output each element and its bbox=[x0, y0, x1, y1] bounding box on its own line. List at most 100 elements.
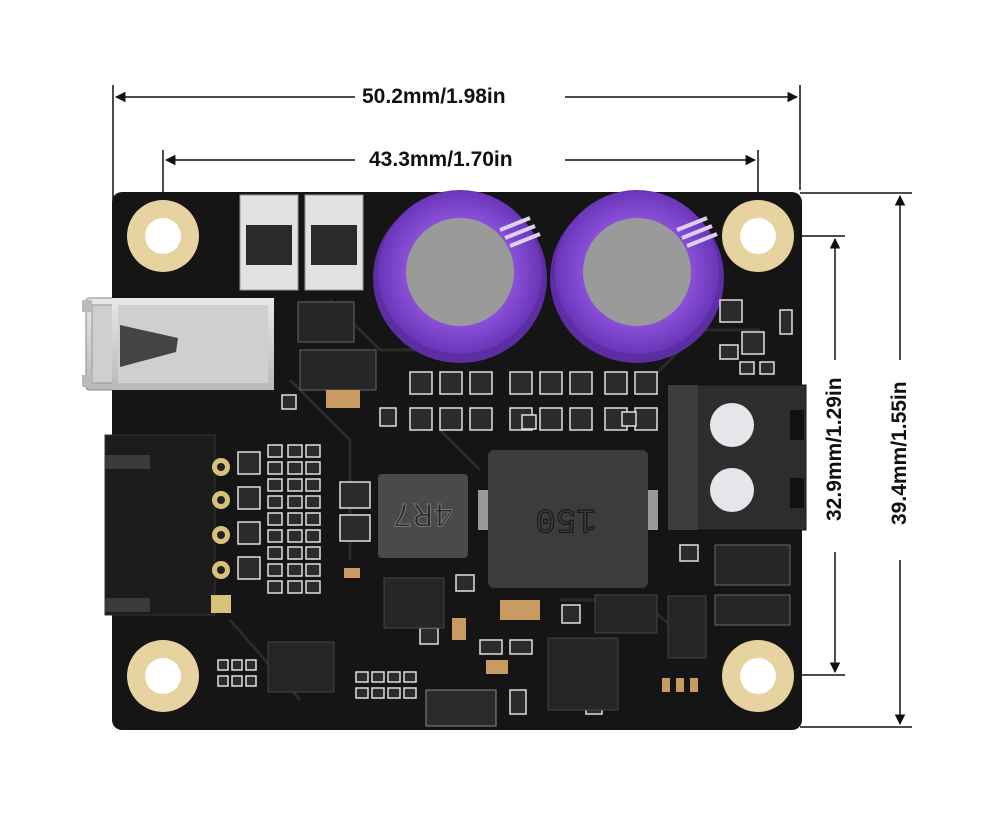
smd-pad bbox=[469, 371, 493, 395]
smd-pad bbox=[419, 627, 439, 645]
large-inductor bbox=[478, 450, 658, 588]
smd-pad bbox=[379, 407, 397, 427]
mounting-holes bbox=[127, 200, 794, 712]
hole-spacing-y-label: 32.9mm/1.29in bbox=[823, 377, 847, 521]
pin-header bbox=[211, 458, 231, 613]
smd-pad bbox=[634, 407, 658, 431]
smd-pad bbox=[305, 478, 321, 492]
smd-pad bbox=[287, 461, 303, 475]
mount-hole-top-right bbox=[722, 200, 794, 272]
mount-hole-bottom-right bbox=[722, 640, 794, 712]
smd-pad bbox=[231, 659, 243, 671]
smd-pad bbox=[679, 544, 699, 562]
smd-pad bbox=[237, 556, 261, 580]
smd-pad bbox=[287, 495, 303, 509]
smd-pad bbox=[231, 675, 243, 687]
smd-pad bbox=[267, 478, 283, 492]
hole-spacing-x-label: 43.3mm/1.70in bbox=[369, 148, 513, 172]
smd-pad bbox=[387, 687, 401, 699]
smd-pad bbox=[409, 371, 433, 395]
smd-pad bbox=[267, 546, 283, 560]
smd-pad bbox=[305, 529, 321, 543]
smd-pad bbox=[741, 331, 765, 355]
smd-components bbox=[217, 299, 793, 715]
smd-pad bbox=[439, 407, 463, 431]
smd-pad bbox=[409, 407, 433, 431]
smd-pad bbox=[287, 512, 303, 526]
smd-pad bbox=[759, 361, 775, 375]
mount-hole-bottom-left bbox=[127, 640, 199, 712]
smd-pad bbox=[237, 521, 261, 545]
smd-pad bbox=[539, 407, 563, 431]
smd-pad bbox=[287, 546, 303, 560]
smd-pad bbox=[387, 671, 401, 683]
smd-pad bbox=[245, 675, 257, 687]
smd-pad bbox=[281, 394, 297, 410]
smd-pad bbox=[561, 604, 581, 624]
smd-pad bbox=[267, 529, 283, 543]
smd-pad bbox=[305, 512, 321, 526]
smd-pad bbox=[479, 639, 503, 655]
smd-pad bbox=[403, 671, 417, 683]
smd-pad bbox=[305, 444, 321, 458]
smd-pad bbox=[469, 407, 493, 431]
smd-pad bbox=[305, 495, 321, 509]
smd-pad bbox=[604, 371, 628, 395]
small-inductor-marking: 4R7 bbox=[392, 493, 453, 531]
smd-pad bbox=[621, 411, 637, 427]
top-transistors bbox=[239, 194, 364, 291]
capacitors bbox=[373, 190, 724, 363]
smd-pad bbox=[267, 461, 283, 475]
smd-pad bbox=[371, 671, 385, 683]
smd-pad bbox=[739, 361, 755, 375]
small-inductor bbox=[378, 474, 468, 558]
smd-pad bbox=[539, 371, 563, 395]
smd-pad bbox=[779, 309, 793, 335]
capacitor-left bbox=[373, 190, 547, 363]
smd-pad bbox=[339, 481, 371, 509]
smd-pad bbox=[305, 580, 321, 594]
smd-pad bbox=[355, 687, 369, 699]
smd-pad bbox=[339, 514, 371, 542]
smd-pad bbox=[719, 344, 739, 360]
smd-pad bbox=[355, 671, 369, 683]
board-width-label: 50.2mm/1.98in bbox=[362, 85, 506, 109]
smd-pad bbox=[403, 687, 417, 699]
smd-pad bbox=[455, 574, 475, 592]
smd-pad bbox=[305, 546, 321, 560]
side-connector bbox=[104, 434, 216, 616]
terminal-block bbox=[667, 384, 807, 531]
smd-pad bbox=[217, 675, 229, 687]
smd-pad bbox=[569, 407, 593, 431]
smd-pad bbox=[217, 659, 229, 671]
ics bbox=[267, 301, 791, 727]
smd-pad bbox=[237, 486, 261, 510]
dimension-arrows bbox=[114, 91, 906, 726]
capacitor-right bbox=[550, 190, 724, 363]
mount-hole-top-left bbox=[127, 200, 199, 272]
smd-pad bbox=[371, 687, 385, 699]
smd-pad bbox=[287, 478, 303, 492]
smd-pad bbox=[509, 639, 533, 655]
smd-pad bbox=[287, 529, 303, 543]
smd-pad bbox=[439, 371, 463, 395]
smd-pad bbox=[267, 512, 283, 526]
smd-pad bbox=[237, 451, 261, 475]
smd-pad bbox=[287, 444, 303, 458]
board-height-label: 39.4mm/1.55in bbox=[888, 381, 912, 525]
smd-pad bbox=[245, 659, 257, 671]
smd-pad bbox=[305, 563, 321, 577]
smd-pad bbox=[719, 299, 743, 323]
smd-pad bbox=[267, 563, 283, 577]
smd-pad bbox=[509, 371, 533, 395]
smd-pad bbox=[569, 371, 593, 395]
smd-pad bbox=[267, 495, 283, 509]
smd-pad bbox=[521, 414, 537, 430]
smd-pad bbox=[305, 461, 321, 475]
large-inductor-marking: 150 bbox=[535, 499, 596, 537]
smd-pad bbox=[287, 580, 303, 594]
smd-pad bbox=[634, 371, 658, 395]
smd-pad bbox=[287, 563, 303, 577]
